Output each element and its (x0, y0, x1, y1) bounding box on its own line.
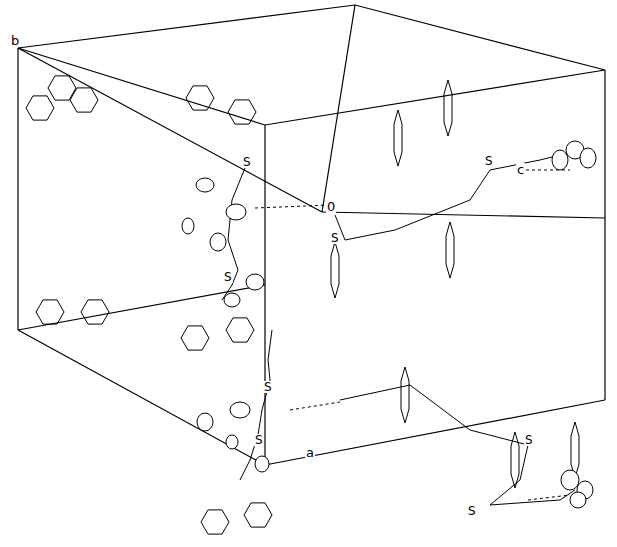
edge-on-ring (394, 110, 402, 166)
axis-label: a (305, 446, 315, 459)
cell-edge (322, 212, 605, 218)
bond-chain (335, 150, 580, 240)
aromatic-ring (181, 326, 209, 350)
edge-on-ring (571, 422, 579, 478)
thermal-ellipsoid (210, 233, 226, 251)
cell-edge (18, 330, 265, 465)
cell-edge (604, 70, 605, 400)
molecules (26, 76, 596, 534)
edge-on-ring (331, 242, 339, 298)
thermal-ellipsoid (196, 178, 214, 192)
aromatic-ring (226, 318, 254, 342)
bond-chain (340, 385, 575, 505)
aromatic-ring (228, 100, 256, 124)
bond-chain (222, 168, 245, 300)
atom-label: S (467, 505, 477, 517)
edge-on-ring (444, 80, 452, 136)
axis-label: 0 (326, 200, 336, 213)
atom-label: S (484, 155, 494, 167)
thermal-ellipsoid (246, 274, 264, 290)
axis-label: c (516, 163, 525, 176)
atom-label: S (254, 434, 264, 446)
cell-edge (18, 48, 322, 212)
atom-label: S (223, 271, 233, 283)
cell-edge (322, 5, 355, 212)
thermal-ellipsoid (226, 435, 238, 449)
cell-edge (17, 48, 18, 330)
thermal-ellipsoid (570, 492, 586, 508)
atom-label: S (524, 434, 534, 446)
aromatic-ring (81, 300, 109, 324)
aromatic-ring (36, 300, 64, 324)
atom-label: S (263, 381, 273, 393)
cell-edge (265, 400, 605, 465)
edge-on-ring (446, 222, 454, 278)
aromatic-ring (26, 96, 54, 120)
atom-label: S (242, 156, 252, 168)
thermal-ellipsoid (552, 150, 568, 170)
thermal-ellipsoid (561, 470, 579, 490)
aromatic-ring (244, 503, 272, 527)
aromatic-ring (186, 86, 214, 110)
thermal-ellipsoid (580, 148, 596, 168)
cell-edge (264, 125, 265, 465)
thermal-ellipsoid (224, 293, 240, 307)
edge-on-ring (401, 367, 409, 423)
cell-top-face (18, 5, 605, 125)
thermal-ellipsoid (182, 218, 194, 234)
unit-cell-edges (18, 5, 605, 465)
thermal-ellipsoid (255, 456, 269, 472)
contact-line (255, 205, 330, 208)
aromatic-ring (201, 510, 229, 534)
edge-on-ring (511, 432, 519, 488)
thermal-ellipsoid (226, 204, 246, 220)
contact-line (290, 402, 340, 410)
thermal-ellipsoid (230, 402, 250, 418)
contact-line (528, 495, 570, 500)
thermal-ellipsoid (197, 413, 213, 431)
aromatic-ring (48, 76, 76, 100)
atom-label: S (330, 232, 340, 244)
axis-label: b (10, 34, 20, 47)
